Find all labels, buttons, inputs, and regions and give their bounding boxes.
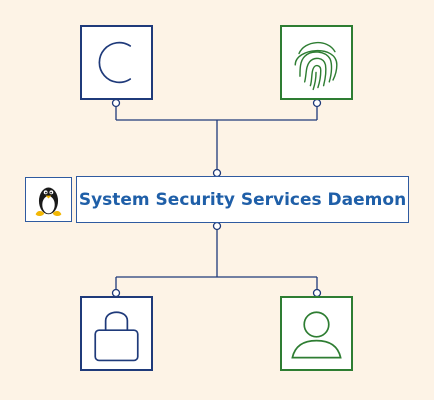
padlock-icon	[94, 311, 139, 362]
padlock-node-box	[80, 296, 153, 371]
tux-penguin-icon	[35, 187, 62, 217]
daemon-label: System Security Services Daemon	[78, 189, 407, 210]
c-node-box	[80, 25, 153, 100]
daemon-label-box: System Security Services Daemon	[76, 176, 409, 223]
connector-node	[111, 98, 121, 108]
c-letter-icon	[98, 41, 132, 84]
user-icon	[291, 311, 342, 359]
fingerprint-node-box	[280, 25, 353, 100]
connector-node	[212, 221, 222, 231]
fingerprint-icon	[294, 41, 338, 91]
user-node-box	[280, 296, 353, 371]
tux-logo-box	[25, 177, 72, 222]
connector-node	[312, 98, 322, 108]
